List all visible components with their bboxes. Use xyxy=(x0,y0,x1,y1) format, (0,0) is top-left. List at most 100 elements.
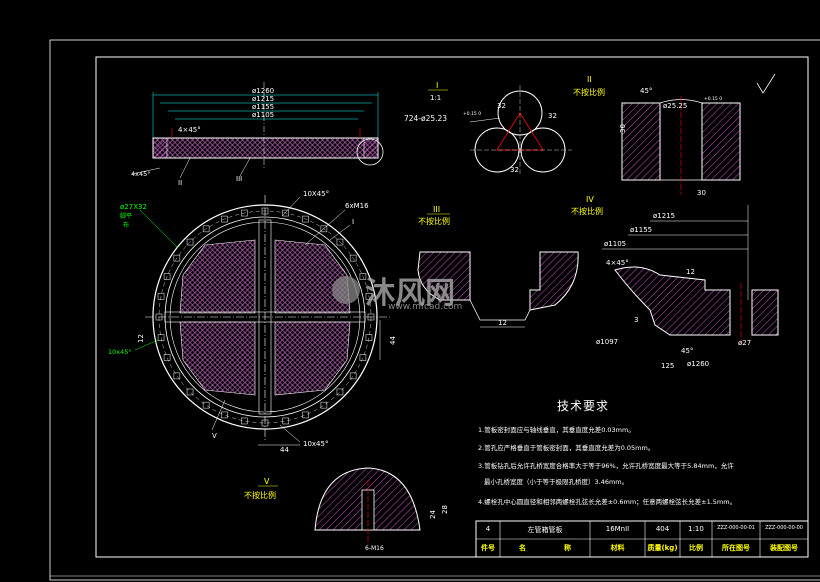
tb-part-no: 4 xyxy=(485,525,491,533)
outer-frame xyxy=(49,39,820,581)
callout-10x45-left: 10x45° xyxy=(108,348,132,356)
bolt-hole xyxy=(336,238,344,246)
detail-III-title: III xyxy=(433,205,440,214)
detail-V: V 不按比例 6-M16 24 28 xyxy=(244,467,449,552)
bolt-hole xyxy=(202,401,210,409)
detail-IV-12: 12 xyxy=(686,268,695,276)
detail-V-28: 28 xyxy=(441,505,449,514)
tb-part-name: 左管箱管板 xyxy=(527,526,563,534)
tech-req-item-2: 2.管孔应严格垂直于管板密封面，其垂直度允差为0.05mm。 xyxy=(478,444,655,452)
bolt-hole xyxy=(163,273,171,280)
bolt-hole xyxy=(186,238,194,246)
title-block-grid xyxy=(475,520,809,558)
bolt-hole xyxy=(349,372,357,380)
watermark-brand: 沐风网 xyxy=(365,276,456,311)
tech-req-title: 技术要求 xyxy=(557,399,610,413)
tb-hdr-part-no: 件号 xyxy=(481,544,495,552)
detail-IV-125: 125 xyxy=(661,362,674,370)
dim-1260: ø1260 xyxy=(252,87,274,95)
detail-V-title: V xyxy=(264,477,270,486)
callout-6xM16: 6xM16 xyxy=(345,202,369,210)
watermark-logo-icon xyxy=(332,276,360,304)
tb-drawing-no: ZZZ-000-00-01 xyxy=(717,525,755,531)
detail-IV-1155: ø1155 xyxy=(630,226,652,234)
hole-spec: 724-ø25.23 xyxy=(404,114,447,123)
tb-scale: 1:10 xyxy=(688,525,704,533)
tb-hdr-assembly-no: 装配图号 xyxy=(770,544,798,552)
bolt-hole xyxy=(202,225,210,233)
bolt-hole xyxy=(241,417,248,425)
detail-IV-1260: ø1260 xyxy=(687,360,709,368)
bolt-hole xyxy=(157,293,165,300)
tubesheet-plan-view: 10X45° 6xM16 I ø27X32 脚平 布 V 10x45° 10x4… xyxy=(108,190,397,454)
chamfer-top: 4×45° xyxy=(178,126,201,134)
detail-IV: IV 不按比例 ø1215 ø1155 ø1105 4×45° ø1097 ø2… xyxy=(571,195,779,370)
callout-spread-2: 布 xyxy=(123,221,129,229)
detail-IV-1215: ø1215 xyxy=(653,212,675,220)
chamfer-left: 4x45° xyxy=(131,170,151,178)
bolt-hole xyxy=(221,215,228,223)
callout-10x45-top: 10X45° xyxy=(303,190,329,198)
bolt-hole xyxy=(336,388,344,396)
bolt-hole xyxy=(282,417,289,425)
detail-II-title: II xyxy=(587,75,592,84)
bolt-hole xyxy=(320,225,328,233)
detail-IV-1105: ø1105 xyxy=(604,240,626,248)
bolt-hole xyxy=(359,354,367,361)
bolt-hole xyxy=(302,215,309,223)
dim-32-c: 32 xyxy=(510,166,519,174)
roughness-symbol xyxy=(756,73,776,94)
tech-req-item-3: 3.管板钻孔后允许孔桥宽度合格率大于等于96%，允许孔桥宽度最大等于5.84mm… xyxy=(478,462,734,470)
detail-IV-1097: ø1097 xyxy=(596,338,618,346)
dim-1215: ø1215 xyxy=(252,95,274,103)
tb-hdr-name-2: 称 xyxy=(564,544,571,552)
callout-I: I xyxy=(352,218,354,226)
callout-spread-1: 脚平 xyxy=(120,212,132,220)
bolt-hole xyxy=(241,209,248,217)
detail-V-24: 24 xyxy=(429,510,437,519)
detail-V-thread: 6-M16 xyxy=(365,545,384,552)
inner-frame xyxy=(95,56,809,558)
dim-44-bottom: 44 xyxy=(280,446,289,454)
bolt-hole xyxy=(365,334,373,341)
detail-II-scale: 不按比例 xyxy=(573,87,605,97)
bolt-hole xyxy=(186,388,194,396)
dim-12-left: 12 xyxy=(137,334,145,343)
tb-hdr-mass: 质量(kg) xyxy=(647,544,678,552)
bolt-hole xyxy=(349,254,357,262)
dim-1105: ø1105 xyxy=(252,111,274,119)
bolt-hole xyxy=(365,293,373,300)
detail-II-tol: +0.15 0 xyxy=(704,96,722,102)
detail-V-scale: 不按比例 xyxy=(244,490,276,500)
detail-IV-title: IV xyxy=(586,195,594,204)
detail-IV-chamfer: 4×45° xyxy=(606,259,629,267)
detail-II-chamfer: 45° xyxy=(640,87,652,95)
detail-I-title: I xyxy=(436,81,438,90)
callout-V: V xyxy=(212,432,217,440)
bolt-hole xyxy=(320,401,328,409)
detail-III: III 不按比例 12 xyxy=(417,205,579,328)
main-section-view: ø1260 ø1215 ø1155 ø1105 4×45° 4x45° II I… xyxy=(131,82,384,187)
marker-III: III xyxy=(236,175,242,183)
detail-IV-3: 3 xyxy=(634,316,638,324)
detail-II: II 不按比例 45° ø25.25 +0.15 0 30 30 xyxy=(573,75,741,197)
detail-II-angle: 30 xyxy=(697,189,706,197)
tb-hdr-name-1: 名 xyxy=(519,544,526,552)
tb-material: 16MnII xyxy=(605,525,630,533)
detail-IV-45: 45° xyxy=(681,347,693,355)
detail-I: I 1:1 724-ø25.23 +0.15 0 32 32 32 xyxy=(404,81,572,175)
watermark-url: www.mfcad.com xyxy=(388,302,463,312)
tech-req-item-5: 4.螺栓孔中心圆直径和相邻两螺栓孔弦长允差±0.6mm；任意两螺栓弦长允差±1.… xyxy=(478,498,737,506)
bolt-hole xyxy=(302,411,309,419)
detail-III-dim: 12 xyxy=(498,319,507,327)
callout-27x32: ø27X32 xyxy=(120,203,147,211)
detail-II-dia: ø25.25 xyxy=(663,102,687,110)
bolt-hole xyxy=(173,372,181,380)
callout-10x45-bottom: 10x45° xyxy=(303,440,328,448)
bolt-hole xyxy=(163,354,171,361)
bolt-hole xyxy=(173,254,181,262)
tech-req-item-4: 最小孔桥宽度（小于等于极限孔桥度）3.46mm。 xyxy=(484,478,629,486)
bolt-hole xyxy=(359,273,367,280)
bolt-hole xyxy=(221,411,228,419)
dim-1155: ø1155 xyxy=(252,103,274,111)
